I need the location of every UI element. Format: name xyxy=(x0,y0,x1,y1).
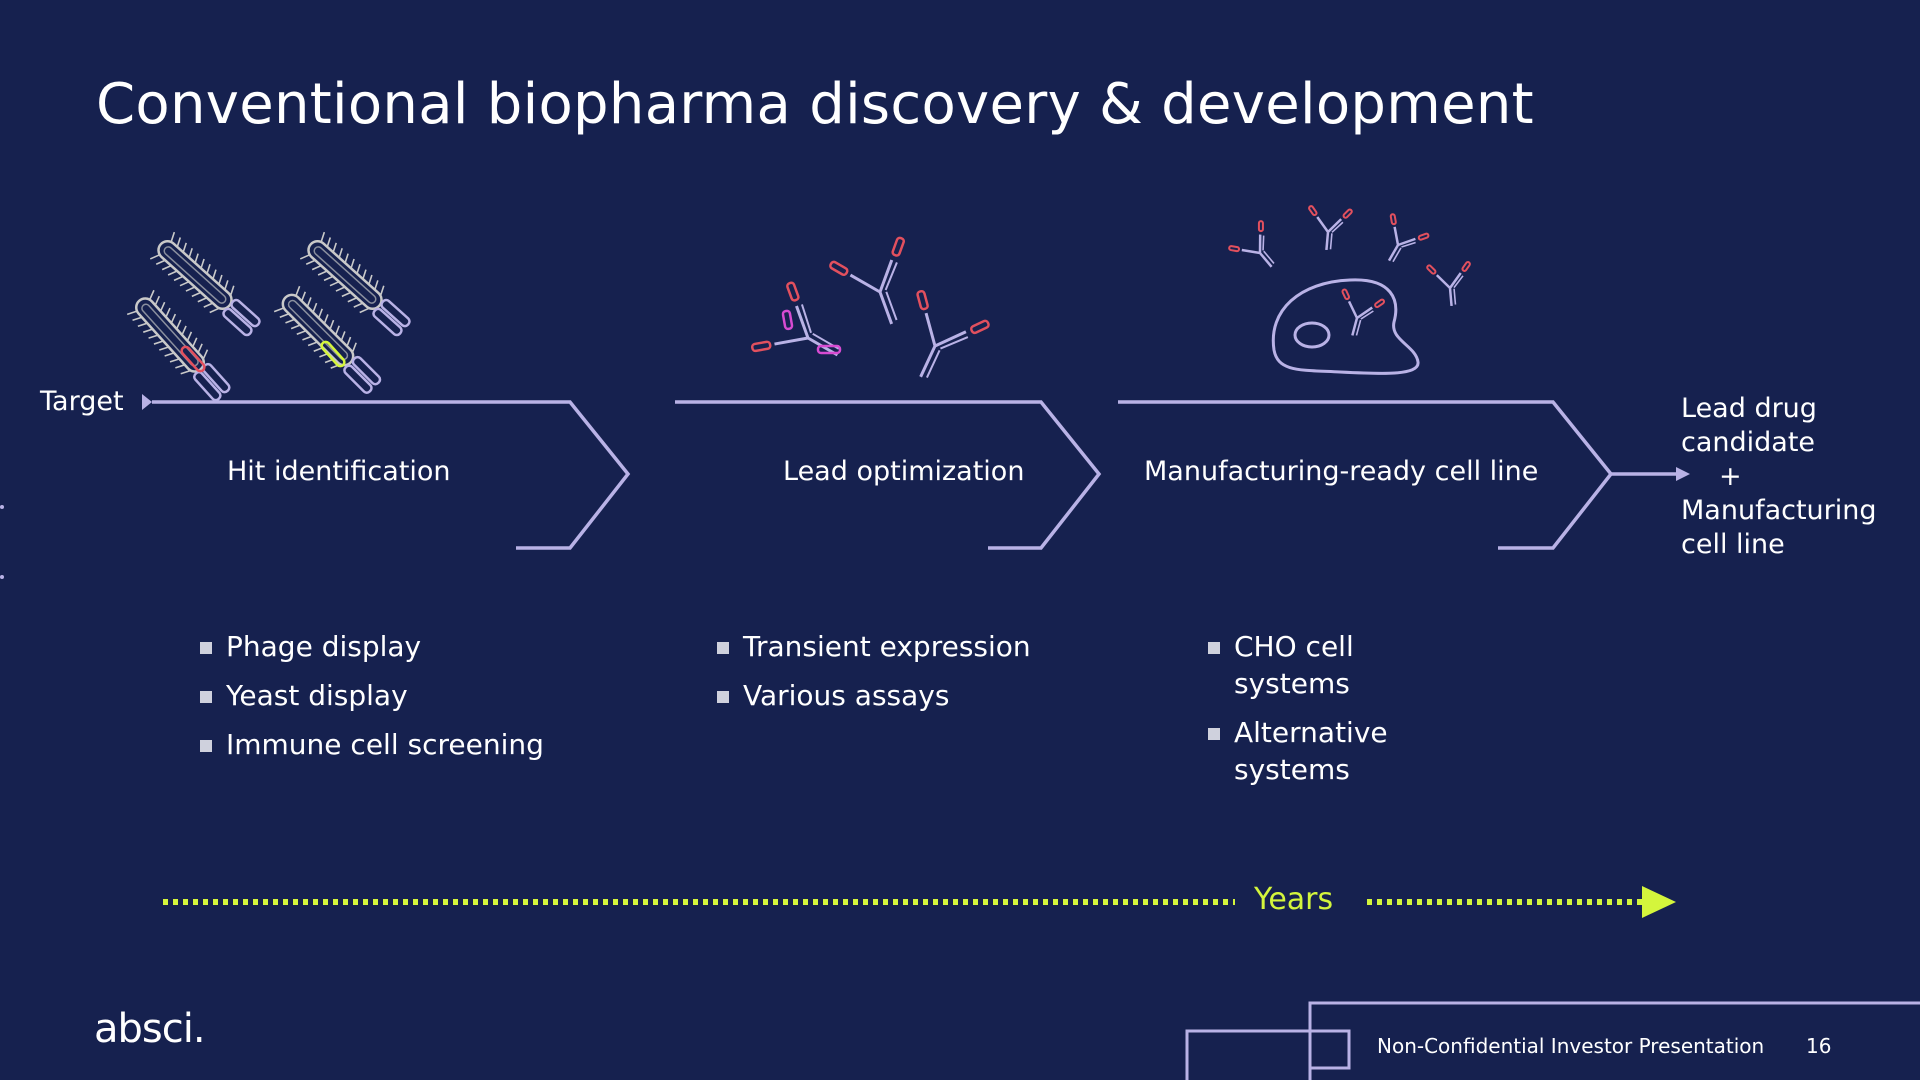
stage-label-lead-optimization: Lead optimization xyxy=(783,456,1025,487)
outcome-line-2: candidate xyxy=(1681,427,1816,458)
stage-label-hit-identification: Hit identification xyxy=(227,456,451,487)
bullet-text: Transient expression xyxy=(743,630,1031,663)
hit-identification-chevron xyxy=(152,400,631,550)
outcome-arrow-head xyxy=(1676,467,1690,481)
timeline-label: Years xyxy=(1254,882,1334,917)
target-label: Target xyxy=(40,386,124,417)
list-item: Immune cell screening xyxy=(200,726,544,763)
footer-text: Non-Confidential Investor Presentation xyxy=(1377,1034,1765,1058)
phage-icon xyxy=(124,229,418,408)
bullet-square-icon xyxy=(717,642,729,654)
bullet-square-icon xyxy=(200,740,212,752)
stage-label-manufacturing: Manufacturing-ready cell line xyxy=(1144,456,1539,487)
absci-logo: absci. xyxy=(94,1006,206,1052)
edge-marker xyxy=(0,505,4,509)
bullet-square-icon xyxy=(200,691,212,703)
antibody-icon xyxy=(747,233,993,396)
bullet-text: Yeast display xyxy=(226,679,408,712)
outcome-plus: + xyxy=(1719,461,1742,492)
bullet-text: Various assays xyxy=(743,679,950,712)
page-number: 16 xyxy=(1806,1034,1832,1058)
bullet-square-icon xyxy=(717,691,729,703)
list-item: Various assays xyxy=(717,677,1031,714)
slide-title: Conventional biopharma discovery & devel… xyxy=(96,72,1534,137)
list-item: Yeast display xyxy=(200,677,544,714)
bullet-text: Immune cell screening xyxy=(226,728,544,761)
bullet-text: Phage display xyxy=(226,630,422,663)
list-item: Phage display xyxy=(200,628,544,665)
outcome-line-3: Manufacturing xyxy=(1681,495,1877,526)
manufacturing-bullets: CHO cell systems Alternative systems xyxy=(1208,628,1428,800)
bullet-square-icon xyxy=(1208,642,1220,654)
lead-optimization-chevron xyxy=(675,400,1102,550)
bullet-text: Alternative systems xyxy=(1234,716,1388,786)
outcome-line-4: cell line xyxy=(1681,529,1785,560)
list-item: CHO cell systems xyxy=(1208,628,1428,702)
outcome-line-1: Lead drug xyxy=(1681,393,1817,424)
footer-frame-inner xyxy=(1185,1029,1351,1080)
bullet-square-icon xyxy=(200,642,212,654)
timeline-arrow-head xyxy=(1642,886,1676,918)
edge-marker xyxy=(0,575,4,579)
bullet-text: CHO cell systems xyxy=(1234,630,1354,700)
lead-optimization-bullets: Transient expression Various assays xyxy=(717,628,1031,726)
list-item: Transient expression xyxy=(717,628,1031,665)
outcome-label: Lead drug candidate + Manufacturing cell… xyxy=(1681,392,1911,562)
hit-identification-bullets: Phage display Yeast display Immune cell … xyxy=(200,628,544,775)
list-item: Alternative systems xyxy=(1208,714,1428,788)
cell-icon xyxy=(1225,203,1476,375)
bullet-square-icon xyxy=(1208,728,1220,740)
footer-frame-outer xyxy=(1308,1001,1920,1080)
target-arrow-head xyxy=(142,394,152,410)
